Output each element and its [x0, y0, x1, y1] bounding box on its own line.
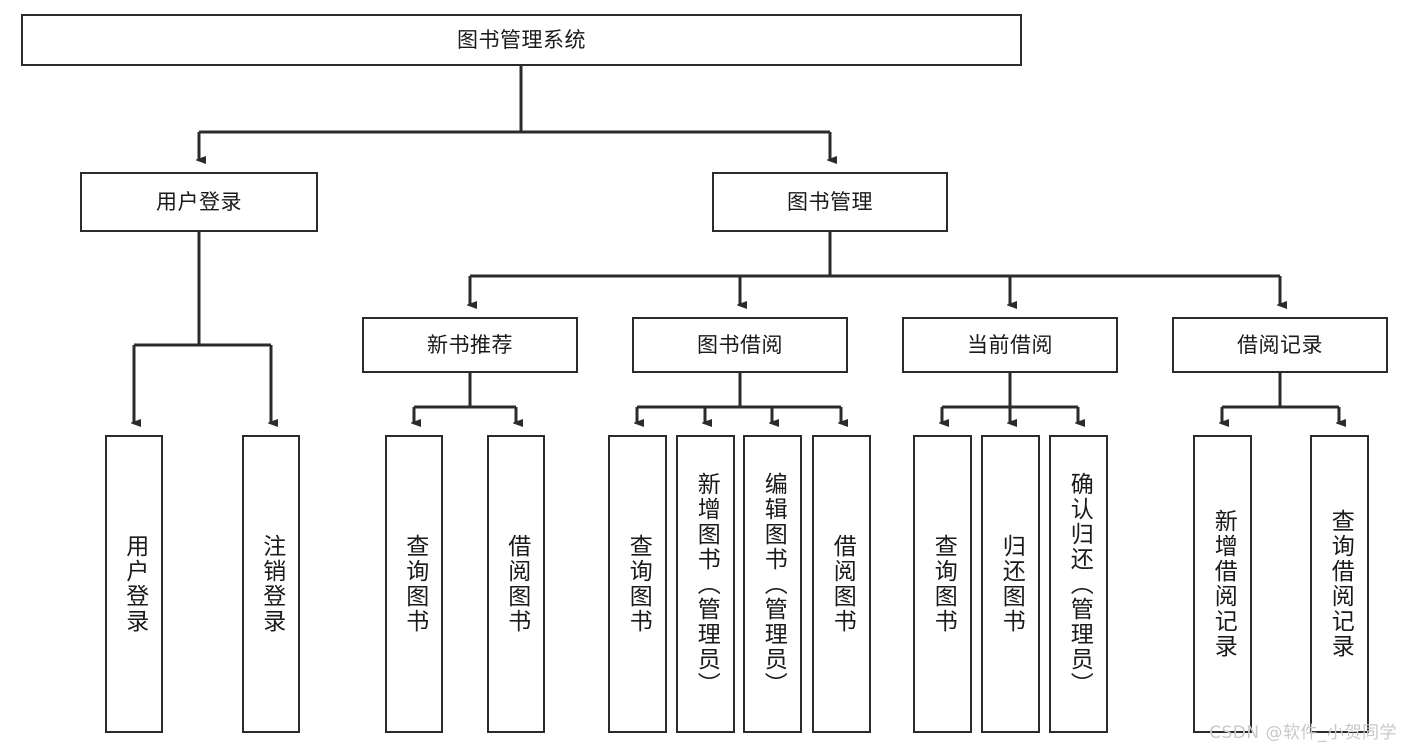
- node-root-label: 图书管理系统: [457, 27, 586, 52]
- node-leaf-confirm-return-label: 确认归还（管理员）: [1066, 471, 1093, 697]
- node-leaf-edit-book[interactable]: 编辑图书（管理员）: [743, 435, 802, 733]
- node-leaf-confirm-return[interactable]: 确认归还（管理员）: [1049, 435, 1108, 733]
- node-leaf-add-book-label: 新增图书（管理员）: [693, 471, 720, 697]
- node-current-borrow[interactable]: 当前借阅: [902, 317, 1118, 373]
- node-leaf-borrow-book-recommend-label: 借阅图书: [503, 534, 530, 634]
- node-borrow-record[interactable]: 借阅记录: [1172, 317, 1388, 373]
- node-current-borrow-label: 当前借阅: [967, 332, 1053, 357]
- node-leaf-add-borrow-record-label: 新增借阅记录: [1210, 509, 1237, 659]
- node-user-login-label: 用户登录: [156, 189, 242, 214]
- node-borrow-record-label: 借阅记录: [1237, 332, 1323, 357]
- node-leaf-return-book-label: 归还图书: [998, 534, 1025, 634]
- node-leaf-edit-book-label: 编辑图书（管理员）: [760, 471, 787, 697]
- node-new-book-recommend[interactable]: 新书推荐: [362, 317, 578, 373]
- node-leaf-user-logout-label: 注销登录: [258, 534, 285, 634]
- node-leaf-borrow-book-recommend[interactable]: 借阅图书: [487, 435, 545, 733]
- node-user-login[interactable]: 用户登录: [80, 172, 318, 232]
- node-leaf-query-borrow-record[interactable]: 查询借阅记录: [1310, 435, 1369, 733]
- node-book-manage[interactable]: 图书管理: [712, 172, 948, 232]
- node-leaf-user-login[interactable]: 用户登录: [105, 435, 163, 733]
- node-leaf-query-book-recommend-label: 查询图书: [401, 534, 428, 634]
- watermark-text: CSDN @软件_小贺同学: [1209, 723, 1397, 743]
- node-leaf-add-borrow-record[interactable]: 新增借阅记录: [1193, 435, 1252, 733]
- node-leaf-borrow-book-label: 借阅图书: [829, 534, 856, 634]
- node-leaf-query-book-borrow-label: 查询图书: [625, 534, 652, 634]
- node-root-system[interactable]: 图书管理系统: [21, 14, 1022, 66]
- node-leaf-user-logout[interactable]: 注销登录: [242, 435, 300, 733]
- node-leaf-query-borrow-record-label: 查询借阅记录: [1327, 509, 1354, 659]
- node-leaf-return-book[interactable]: 归还图书: [981, 435, 1040, 733]
- node-leaf-borrow-book[interactable]: 借阅图书: [812, 435, 871, 733]
- node-book-manage-label: 图书管理: [787, 189, 873, 214]
- node-new-book-recommend-label: 新书推荐: [427, 332, 513, 357]
- node-leaf-query-book-current[interactable]: 查询图书: [913, 435, 972, 733]
- node-leaf-query-book-recommend[interactable]: 查询图书: [385, 435, 443, 733]
- node-book-borrow[interactable]: 图书借阅: [632, 317, 848, 373]
- node-book-borrow-label: 图书借阅: [697, 332, 783, 357]
- node-leaf-query-book-current-label: 查询图书: [930, 534, 957, 634]
- node-leaf-query-book-borrow[interactable]: 查询图书: [608, 435, 667, 733]
- node-leaf-user-login-label: 用户登录: [121, 534, 148, 634]
- node-leaf-add-book[interactable]: 新增图书（管理员）: [676, 435, 735, 733]
